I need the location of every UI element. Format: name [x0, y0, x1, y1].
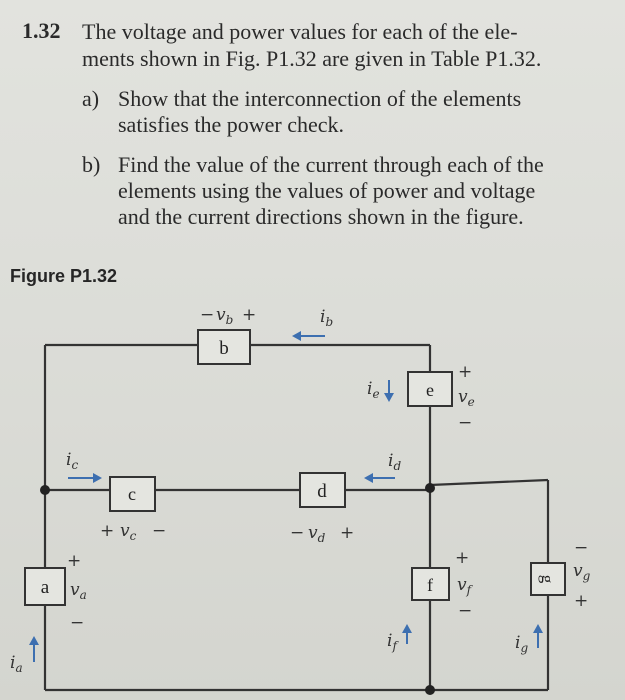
arrow-ic-icon [68, 473, 102, 483]
part-a-line-1: Show that the interconnection of the ele… [118, 86, 522, 111]
element-a: a [24, 567, 66, 606]
element-b-label: b [219, 338, 229, 359]
element-c-label: c [128, 484, 136, 504]
element-e: e [407, 371, 453, 407]
part-b: b) Find the value of the current through… [82, 152, 602, 236]
part-a-line-2: satisfies the power check. [118, 112, 345, 137]
arrow-ia-icon [29, 636, 39, 662]
arrow-if-icon [402, 624, 412, 644]
va-plus: + [67, 551, 81, 571]
current-label-ia: ia [10, 653, 23, 675]
element-d: d [299, 472, 346, 508]
voltage-label-ve: ve [458, 387, 475, 409]
arrow-ig-icon [533, 624, 543, 648]
element-e-label: e [426, 380, 434, 400]
element-b: b [197, 329, 251, 365]
element-g-label: g [538, 575, 557, 584]
current-arrows [29, 331, 543, 662]
vd-minus: − [290, 523, 304, 543]
node-bottom [425, 685, 435, 695]
voltage-label-vb: vb [216, 305, 233, 327]
problem-number: 1.32 [22, 18, 61, 43]
element-boxes: a b c d e f g [24, 329, 566, 606]
current-label-ie: ie [367, 379, 380, 401]
voltage-labels: − vb + + vc − − vd + + va − + ve − + vf … [67, 305, 591, 633]
element-g: g [530, 562, 566, 596]
part-a-text: Show that the interconnection of the ele… [118, 86, 521, 138]
vg-plus: + [574, 591, 588, 611]
node-left [40, 485, 50, 495]
element-c: c [109, 476, 156, 512]
node-right [425, 483, 435, 493]
vg-minus: − [574, 538, 588, 558]
current-label-ib: ib [320, 307, 333, 329]
current-label-ig: ig [515, 633, 528, 655]
arrow-ie-icon [384, 380, 394, 402]
vf-plus: + [455, 548, 469, 568]
ve-plus: + [458, 362, 472, 382]
voltage-label-vf: vf [457, 575, 474, 597]
vd-plus: + [340, 523, 354, 543]
voltage-label-va: va [70, 580, 87, 602]
part-b-line-2: elements using the values of power and v… [118, 178, 536, 203]
part-b-line-3: and the current directions shown in the … [118, 204, 524, 229]
statement-line-2: ments shown in Fig. P1.32 are given in T… [82, 46, 542, 71]
va-minus: − [70, 613, 84, 633]
vf-minus: − [458, 601, 472, 621]
figure-label: Figure P1.32 [10, 266, 118, 286]
voltage-label-vc: vc [120, 521, 137, 543]
ve-minus: − [458, 413, 472, 433]
element-a-label: a [41, 577, 50, 598]
part-a: a) Show that the interconnection of the … [82, 86, 602, 146]
part-b-line-1: Find the value of the current through ea… [118, 152, 544, 177]
current-labels: ib ic id ie ia if ig [10, 307, 528, 675]
vb-plus: + [242, 305, 256, 325]
current-label-id: id [388, 451, 401, 473]
voltage-label-vd: vd [308, 523, 326, 545]
current-label-ic: ic [66, 450, 78, 472]
element-f: f [411, 567, 450, 601]
current-label-if: if [387, 631, 399, 653]
junction-dots [40, 483, 435, 695]
part-b-text: Find the value of the current through ea… [118, 152, 544, 230]
problem-statement: The voltage and power values for each of… [82, 18, 612, 72]
element-f-label: f [427, 575, 433, 595]
circuit-wires [43, 343, 550, 692]
wire-to-g [429, 478, 549, 487]
vc-plus: + [100, 521, 114, 541]
statement-line-1: The voltage and power values for each of… [82, 19, 518, 44]
arrow-ib-icon [292, 331, 325, 341]
vb-minus: − [200, 305, 214, 325]
vc-minus: − [152, 521, 166, 541]
element-d-label: d [317, 481, 327, 502]
arrow-id-icon [364, 473, 395, 483]
part-b-label: b) [82, 152, 101, 177]
part-a-label: a) [82, 86, 100, 111]
voltage-label-vg: vg [573, 561, 591, 583]
